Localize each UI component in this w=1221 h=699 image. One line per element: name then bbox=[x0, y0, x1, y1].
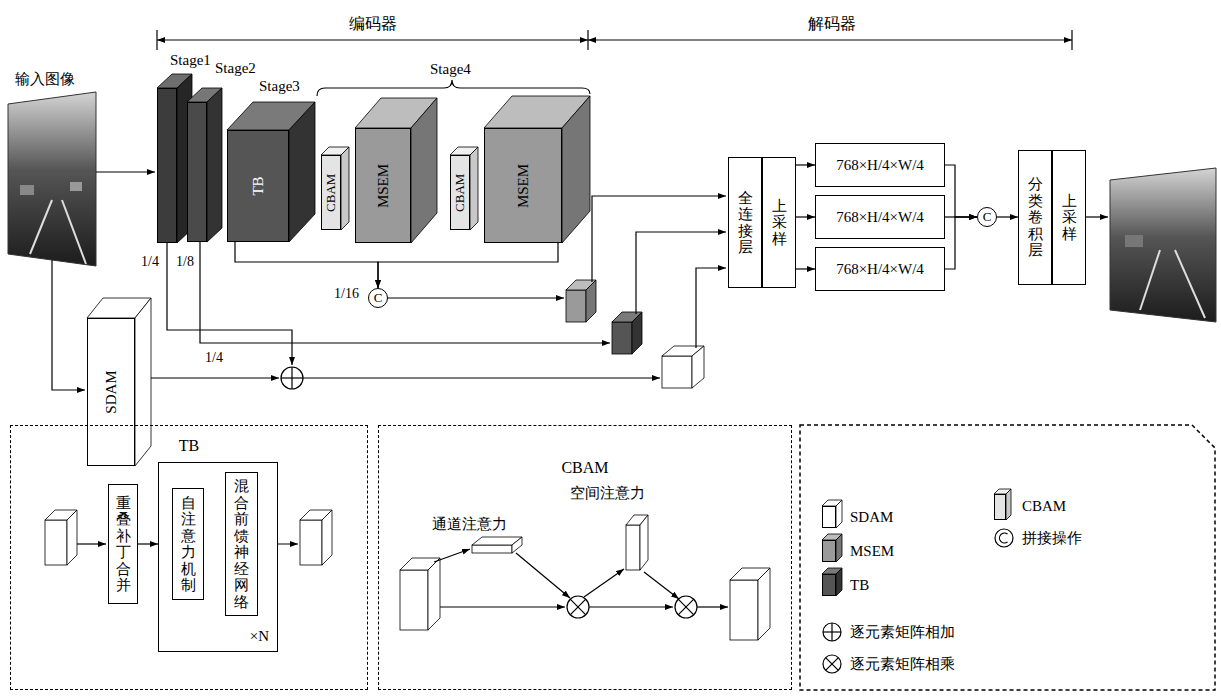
legend-swatch bbox=[822, 574, 836, 596]
wires bbox=[52, 172, 1108, 390]
legend-text: 逐元素矩阵相加 bbox=[850, 623, 955, 641]
detail-panel: CBAM bbox=[378, 425, 792, 690]
output-photo bbox=[1110, 168, 1216, 322]
detail-panel: TB 重叠补丁合并 ×N 自注意力机制 混合前馈神经网络 bbox=[10, 425, 368, 690]
annotation: 1/4 bbox=[141, 254, 159, 271]
msem-block: MSEM bbox=[355, 128, 411, 243]
stage-block: Stage2 bbox=[187, 102, 207, 242]
node-text: 混合前馈神经网络 bbox=[234, 478, 249, 610]
connector bbox=[945, 217, 977, 269]
node-text: 768×H/4×W/4 bbox=[836, 156, 924, 174]
stage-block: Stage1 bbox=[157, 88, 177, 243]
node-text: CBAM bbox=[452, 173, 468, 211]
legend-text: 逐元素矩阵相乘 bbox=[850, 655, 955, 673]
annotation: 1/8 bbox=[176, 254, 194, 271]
legend-text: CBAM bbox=[1022, 497, 1066, 515]
feature-box: 768×H/4×W/4 bbox=[815, 195, 945, 239]
legend-text: SDAM bbox=[850, 508, 893, 526]
attention-block: CBAM bbox=[450, 155, 470, 230]
fc-layer-box: 全连接层 bbox=[728, 157, 762, 288]
msem-block: MSEM bbox=[484, 128, 562, 243]
node-text: MSEM bbox=[514, 163, 532, 207]
concat-operator: C bbox=[368, 288, 388, 308]
node-text: MSEM bbox=[374, 163, 392, 207]
stage-label: Stage3 bbox=[259, 77, 300, 95]
concat-operator: C bbox=[977, 207, 997, 227]
sdam-block: SDAM bbox=[87, 318, 135, 466]
legend-swatch bbox=[994, 494, 1006, 520]
self-attention-box: 自注意力机制 bbox=[172, 488, 204, 600]
legend-text: TB bbox=[850, 576, 869, 594]
connector bbox=[997, 216, 1018, 217]
cbam-detail-art bbox=[400, 515, 770, 640]
node-text: 全连接层 bbox=[738, 190, 753, 256]
legend-swatch bbox=[822, 506, 836, 528]
ffn-box: 混合前馈神经网络 bbox=[225, 472, 258, 616]
node-text: CBAM bbox=[323, 173, 339, 211]
connector bbox=[796, 268, 815, 269]
legend-text: 拼接操作 bbox=[1022, 529, 1082, 547]
upsample-box: 上采样 bbox=[1052, 150, 1086, 285]
stage-label: Stage2 bbox=[215, 59, 256, 77]
annotation: 1/16 bbox=[334, 286, 359, 303]
node-text: 768×H/4×W/4 bbox=[836, 260, 924, 278]
connector bbox=[796, 216, 815, 217]
block-faces bbox=[87, 74, 704, 466]
patch-merge-box: 重叠补丁合并 bbox=[108, 484, 138, 604]
connector bbox=[378, 243, 558, 288]
legend-art bbox=[800, 425, 1215, 690]
annotation: 1/4 bbox=[205, 350, 223, 367]
connector bbox=[796, 164, 815, 165]
annotation: 通道注意力 bbox=[432, 515, 507, 533]
input-photo bbox=[8, 92, 96, 266]
node-text: 重叠补丁合并 bbox=[116, 495, 131, 594]
annotation: Stage4 bbox=[430, 60, 471, 78]
connector bbox=[235, 242, 378, 288]
node-text: ×N bbox=[250, 627, 269, 645]
node-text: 自注意力机制 bbox=[181, 495, 196, 594]
node-text: 分类卷积层 bbox=[1028, 176, 1043, 259]
node-text: TB bbox=[249, 176, 267, 195]
upsample-box: 上采样 bbox=[762, 157, 796, 288]
transformer-block: Stage3TB bbox=[227, 130, 289, 242]
legend-swatch bbox=[822, 540, 836, 562]
dimension-lines bbox=[157, 30, 1072, 50]
feature-box: 768×H/4×W/4 bbox=[815, 247, 945, 291]
node-text: C bbox=[983, 209, 992, 225]
stage-label: Stage1 bbox=[170, 51, 211, 69]
node-text: SDAM bbox=[102, 370, 120, 413]
legend-text: MSEM bbox=[850, 542, 894, 560]
classifier-box: 分类卷积层 bbox=[1018, 150, 1052, 285]
attention-block: CBAM bbox=[321, 155, 341, 230]
node-text: 上采样 bbox=[772, 198, 787, 248]
annotation: 空间注意力 bbox=[570, 484, 645, 502]
stage4-brace bbox=[317, 80, 590, 96]
add-operator bbox=[281, 367, 303, 389]
panel-title: CBAM bbox=[379, 458, 791, 477]
connector bbox=[945, 165, 977, 217]
connector bbox=[138, 543, 158, 544]
node-text: 上采样 bbox=[1062, 193, 1077, 243]
annotation: 输入图像 bbox=[15, 70, 75, 88]
annotation: 解码器 bbox=[808, 14, 856, 33]
annotation: 编码器 bbox=[349, 14, 397, 33]
node-text: C bbox=[374, 290, 383, 306]
feature-box: 768×H/4×W/4 bbox=[815, 143, 945, 187]
node-text: 768×H/4×W/4 bbox=[836, 208, 924, 226]
panel-title: TB bbox=[11, 436, 367, 455]
repeat-box: ×N 自注意力机制 混合前馈神经网络 bbox=[158, 462, 278, 652]
